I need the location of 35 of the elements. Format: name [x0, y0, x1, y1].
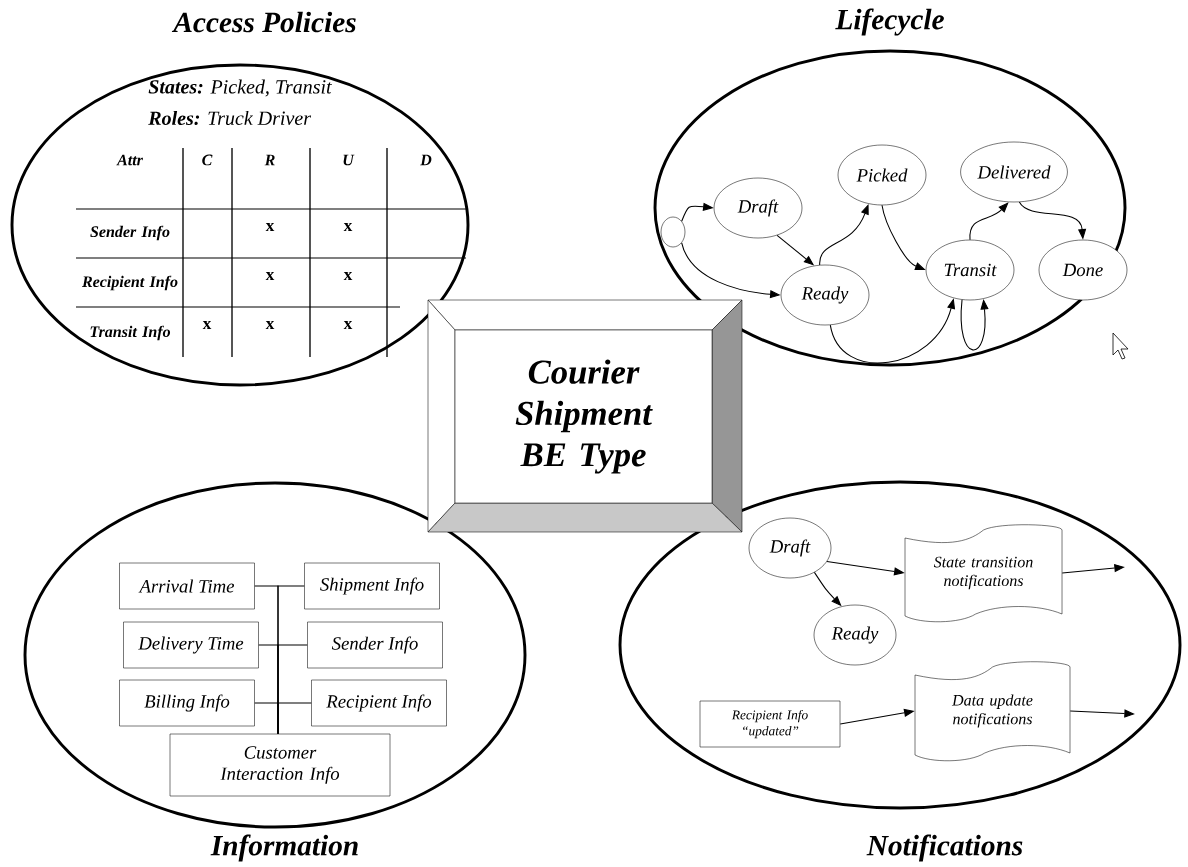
row-header: Transit Info: [90, 325, 171, 341]
check-mark: x: [265, 223, 275, 231]
arrow: [969, 202, 1009, 241]
info-box: Shipment Info: [304, 562, 440, 610]
info-box: Sender Info: [307, 621, 443, 669]
section-heading: Information: [210, 834, 358, 862]
info-box: Recipient Info “updated”: [699, 700, 841, 748]
info-box: Billing Info: [119, 679, 255, 727]
arrow: [1061, 563, 1125, 574]
check-mark: x: [265, 272, 275, 280]
check-mark: x: [343, 223, 353, 231]
column-header: D: [420, 154, 432, 166]
check-mark: x: [343, 272, 353, 280]
row-header: Recipient Info: [82, 275, 178, 291]
column-header: Attr: [116, 154, 143, 166]
column-header: U: [343, 154, 355, 166]
policy-line: States: Picked, Transit: [148, 79, 332, 97]
connector-line: [277, 702, 312, 735]
info-box: Recipient Info: [311, 679, 447, 727]
section-heading: Notifications: [866, 834, 1023, 862]
start-circle: [660, 216, 686, 248]
policy-line: Roles: Truck Driver: [148, 110, 312, 126]
section-heading: Access Policies: [171, 11, 356, 33]
column-header: C: [202, 154, 213, 166]
info-box: Delivery Time: [123, 621, 259, 669]
section-heading: Lifecycle: [835, 8, 944, 36]
info-box: Customer Interaction Info: [169, 733, 391, 797]
column-header: R: [264, 154, 275, 166]
check-mark: x: [265, 321, 275, 329]
bevel-box: Courier Shipment BE Type: [427, 299, 743, 533]
row-header: Sender Info: [90, 225, 170, 241]
arrow: [1069, 709, 1135, 718]
info-box: Arrival Time: [119, 562, 255, 610]
check-mark: x: [202, 321, 212, 329]
check-mark: x: [343, 321, 353, 329]
